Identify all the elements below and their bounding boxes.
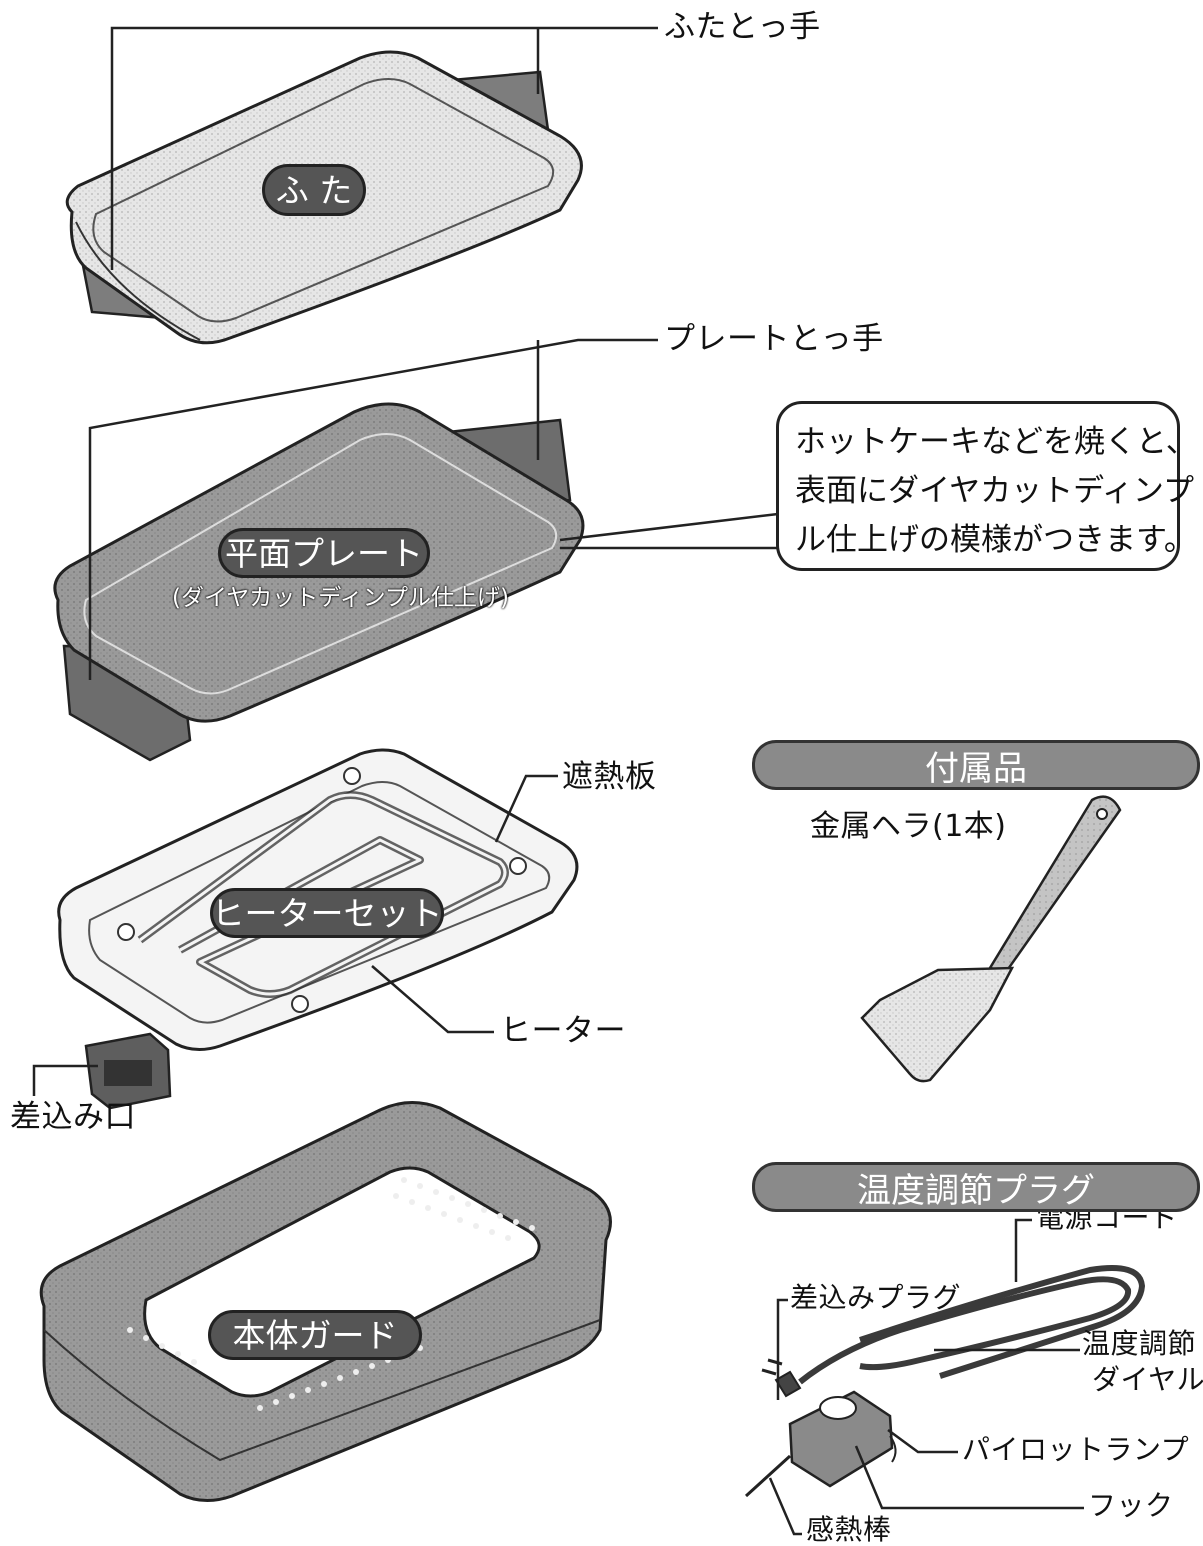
spatula-label: 金属ヘラ(1本) — [810, 809, 1007, 844]
callout-line-3: ル仕上げの模様がつきます。 — [795, 522, 1195, 558]
callout-line-2: 表面にダイヤカットディンプ — [795, 473, 1194, 509]
guard-vent-holes — [127, 1177, 535, 1411]
pilot-lamp-label: パイロットランプ — [962, 1433, 1190, 1466]
heat-shield-label: 遮熱板 — [562, 759, 657, 795]
dimple-finish-callout: ホットケーキなどを焼くと、 表面にダイヤカットディンプ ル仕上げの模様がつきます… — [776, 401, 1197, 571]
body-guard-name-pill: 本体ガード — [208, 1310, 422, 1360]
plate-handle-label: プレートとっ手 — [664, 321, 884, 357]
callout-line-1: ホットケーキなどを焼くと、 — [795, 424, 1197, 460]
sensor-rod-label: 感熱棒 — [806, 1513, 892, 1546]
spatula-illustration — [860, 795, 1122, 1083]
temp-dial-label-line2: ダイヤル — [1092, 1363, 1203, 1396]
accessories-header: 付属品 — [752, 740, 1200, 790]
lid-handle-label: ふたとっ手 — [664, 9, 821, 45]
hook-label: フック — [1088, 1489, 1174, 1522]
temp-plug-header: 温度調節プラグ — [752, 1162, 1200, 1212]
heater-label: ヒーター — [500, 1013, 626, 1049]
plug-label: 差込みプラグ — [790, 1281, 962, 1314]
heater-set-name-pill: ヒーターセット — [210, 888, 444, 938]
flat-plate-name-pill: 平面プレート — [218, 528, 430, 578]
body-guard-illustration — [39, 1101, 612, 1502]
temp-dial-label-line1: 温度調節 — [1082, 1327, 1197, 1360]
temp-plug-illustration — [744, 1265, 1146, 1498]
leader-lines — [32, 26, 1084, 1536]
flat-plate-note: (ダイヤカットディンプル仕上げ) — [172, 585, 509, 611]
inlet-label: 差込み口 — [10, 1099, 136, 1135]
lid-name-pill: ふ た — [262, 164, 366, 216]
